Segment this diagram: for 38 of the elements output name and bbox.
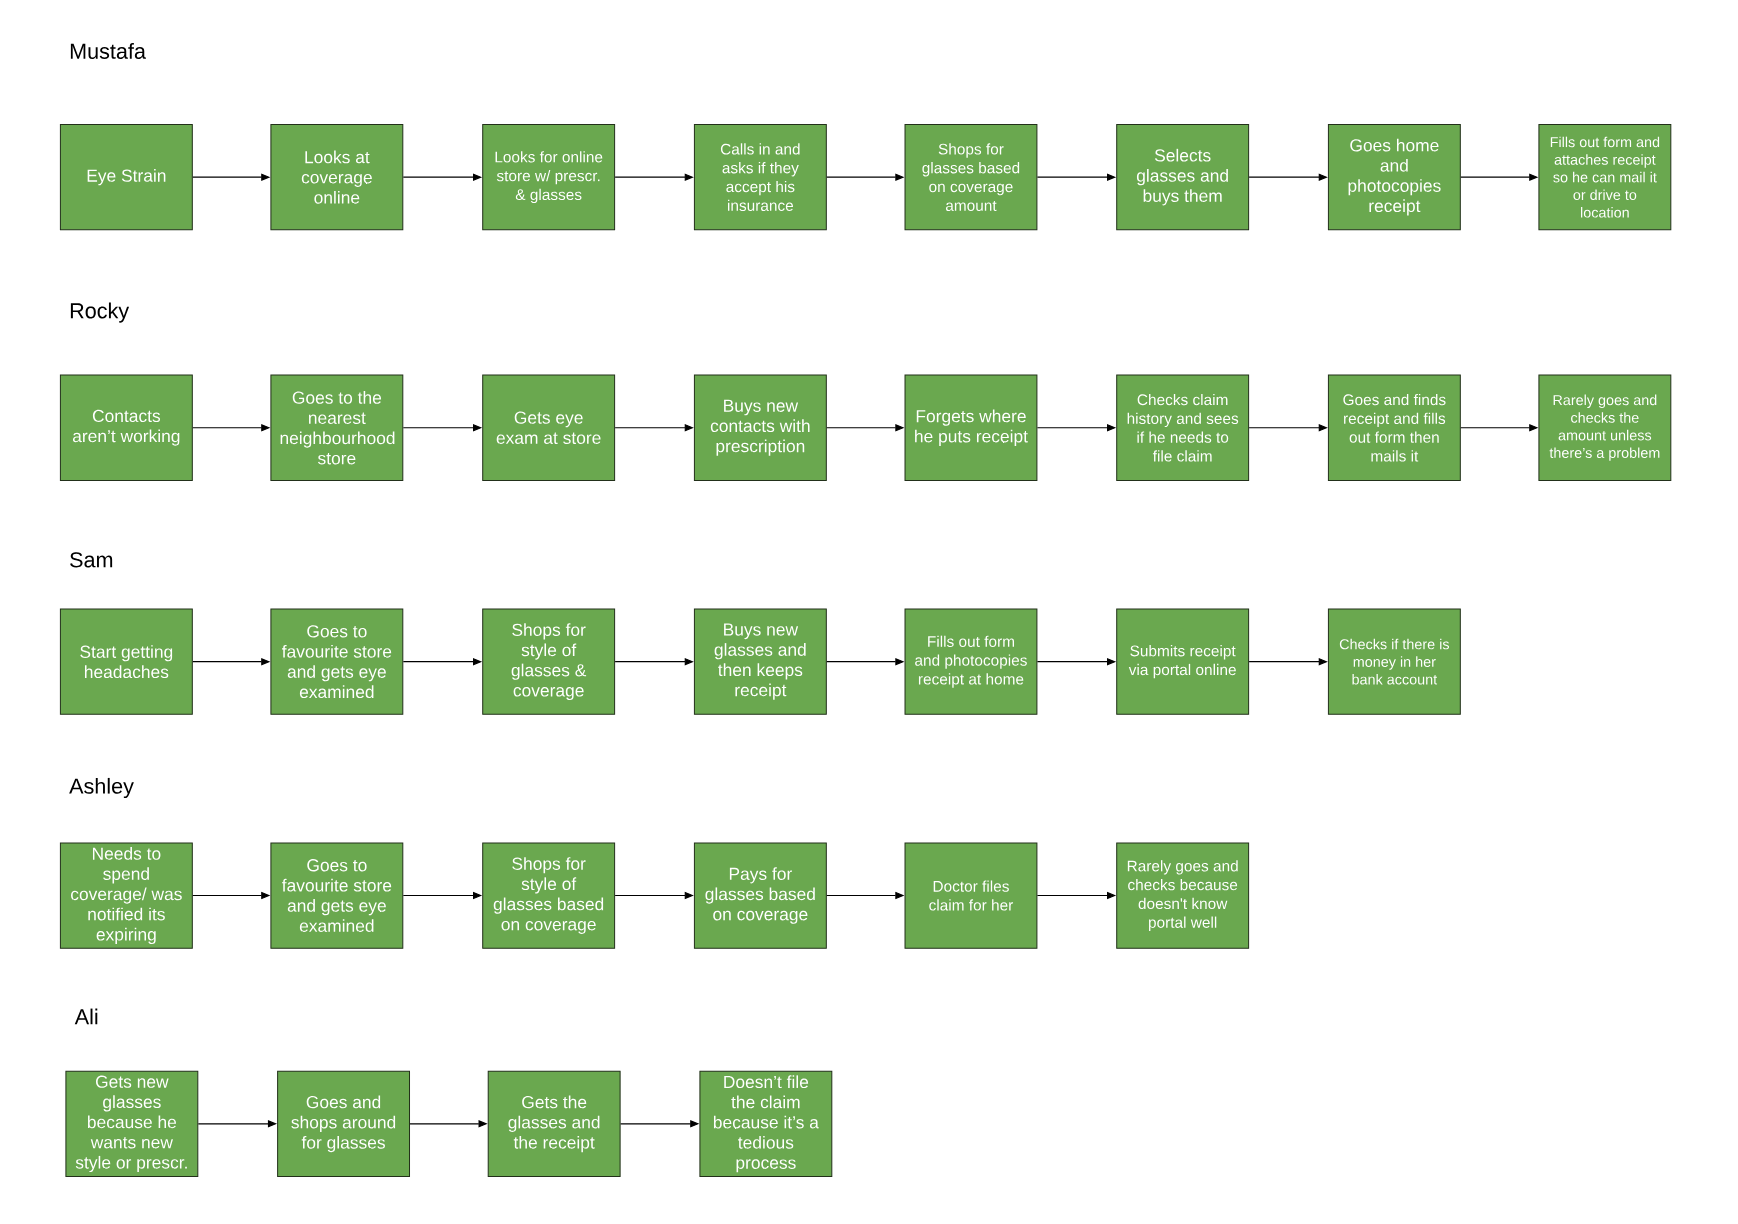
step-box: Doctor files claim for her	[904, 842, 1038, 949]
step-box: Selects glasses and buys them	[1116, 124, 1250, 231]
step-box: Goes to the nearest neighbourhood store	[270, 374, 404, 481]
step-box: Eye Strain	[59, 124, 193, 231]
row-heading: Ali	[74, 1008, 98, 1025]
step-box: Rarely goes and checks the amount unless there’s a problem	[1538, 374, 1672, 481]
step-box: Contacts aren’t working	[59, 374, 193, 481]
step-box: Checks claim history and sees if he needs to file claim	[1116, 374, 1250, 481]
step-box: Goes and finds receipt and fills out form then mails it	[1327, 374, 1461, 481]
step-box: Goes to favourite store and gets eye examined	[270, 842, 404, 949]
step-box: Checks if there is money in her bank account	[1327, 608, 1461, 715]
row-heading: Mustafa	[70, 43, 146, 59]
step-box: Shops for style of glasses & coverage	[482, 608, 616, 715]
step-box: Looks for online store w/ prescr. & glasses	[482, 124, 616, 231]
step-box: Start getting headaches	[59, 608, 193, 715]
step-box: Doesn’t file the claim because it’s a tedious process	[699, 1070, 833, 1177]
step-box: Goes and shops around for glasses	[277, 1070, 410, 1177]
step-box: Calls in and asks if they accept his insurance	[693, 124, 827, 231]
row-heading: Rocky	[70, 302, 130, 323]
step-box: Looks at coverage online	[270, 124, 404, 231]
step-box: Fills out form and photocopies receipt at home	[904, 608, 1038, 715]
step-box: Buys new contacts with prescription	[693, 374, 827, 481]
step-box: Shops for style of glasses based on coverage	[482, 842, 616, 949]
row-heading: Ashley	[69, 777, 134, 799]
step-box: Pays for glasses based on coverage	[693, 842, 827, 949]
step-box: Submits receipt via portal online	[1116, 608, 1250, 715]
step-box: Gets eye exam at store	[482, 374, 616, 481]
step-box: Gets new glasses because he wants new style or prescr.	[65, 1070, 199, 1177]
step-box: Forgets where he puts receipt	[904, 374, 1038, 481]
step-box: Buys new glasses and then keeps receipt	[693, 608, 827, 715]
step-box: Goes home and photocopies receipt	[1327, 124, 1461, 231]
step-box: Gets the glasses and the receipt	[487, 1070, 621, 1177]
step-box: Goes to favourite store and gets eye examined	[270, 608, 404, 715]
step-box: Rarely goes and checks because doesn't know portal well	[1116, 842, 1250, 949]
row-heading: Sam	[70, 552, 113, 568]
step-box: Needs to spend coverage/ was notified its expiring	[59, 842, 193, 949]
step-box: Shops for glasses based on coverage amount	[904, 124, 1038, 231]
step-box: Fills out form and attaches receipt so he can mail it or drive to location	[1538, 124, 1672, 231]
